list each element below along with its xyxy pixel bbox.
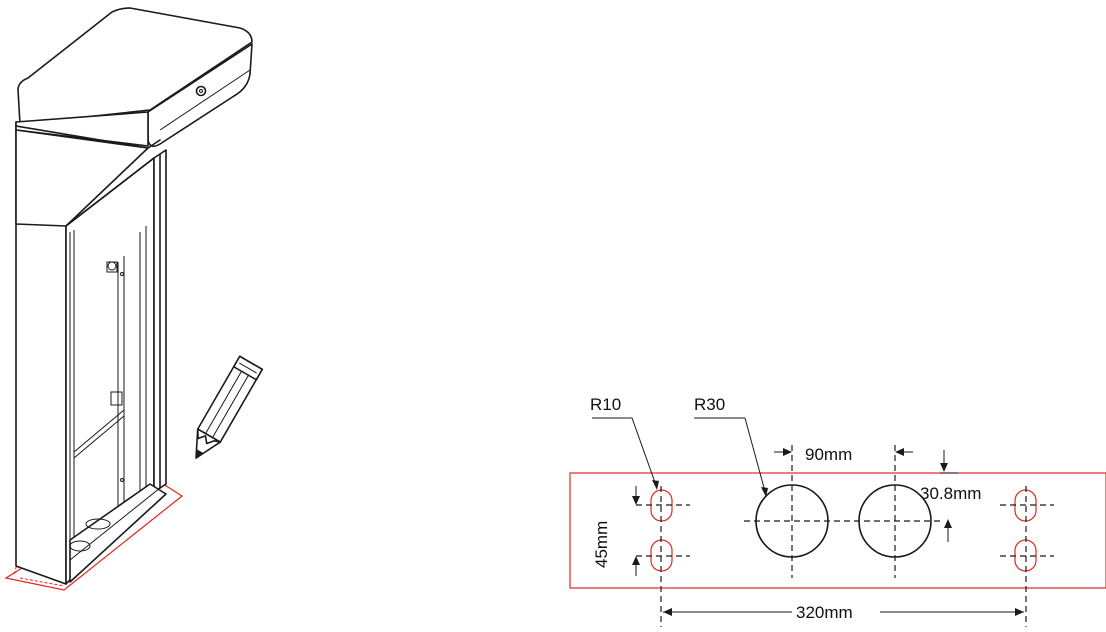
cabinet-body (15, 121, 167, 585)
cabinet-illustration (4, 7, 264, 591)
dim-320mm: 320mm (663, 603, 1024, 622)
base-plate-outline (569, 472, 1106, 589)
r10-callout: R10 (590, 395, 659, 490)
center-lines (636, 445, 1054, 627)
r30-callout: R30 (694, 395, 768, 497)
cabinet-top-cap (15, 7, 253, 227)
dim-30-8mm: 30.8mm (920, 450, 981, 542)
dim-45mm-label: 45mm (592, 521, 611, 568)
dim-30-8mm-label: 30.8mm (920, 484, 981, 503)
dim-45mm: 45mm (592, 486, 640, 576)
pencil-marking-icon (195, 355, 264, 459)
dim-90mm-label: 90mm (805, 445, 852, 464)
dim-320mm-label: 320mm (796, 603, 853, 622)
footprint-dimension-drawing: R10 R30 90mm 30.8mm (569, 395, 1106, 627)
r10-label: R10 (590, 395, 621, 414)
dim-90mm: 90mm (774, 445, 913, 464)
r30-label: R30 (694, 395, 725, 414)
